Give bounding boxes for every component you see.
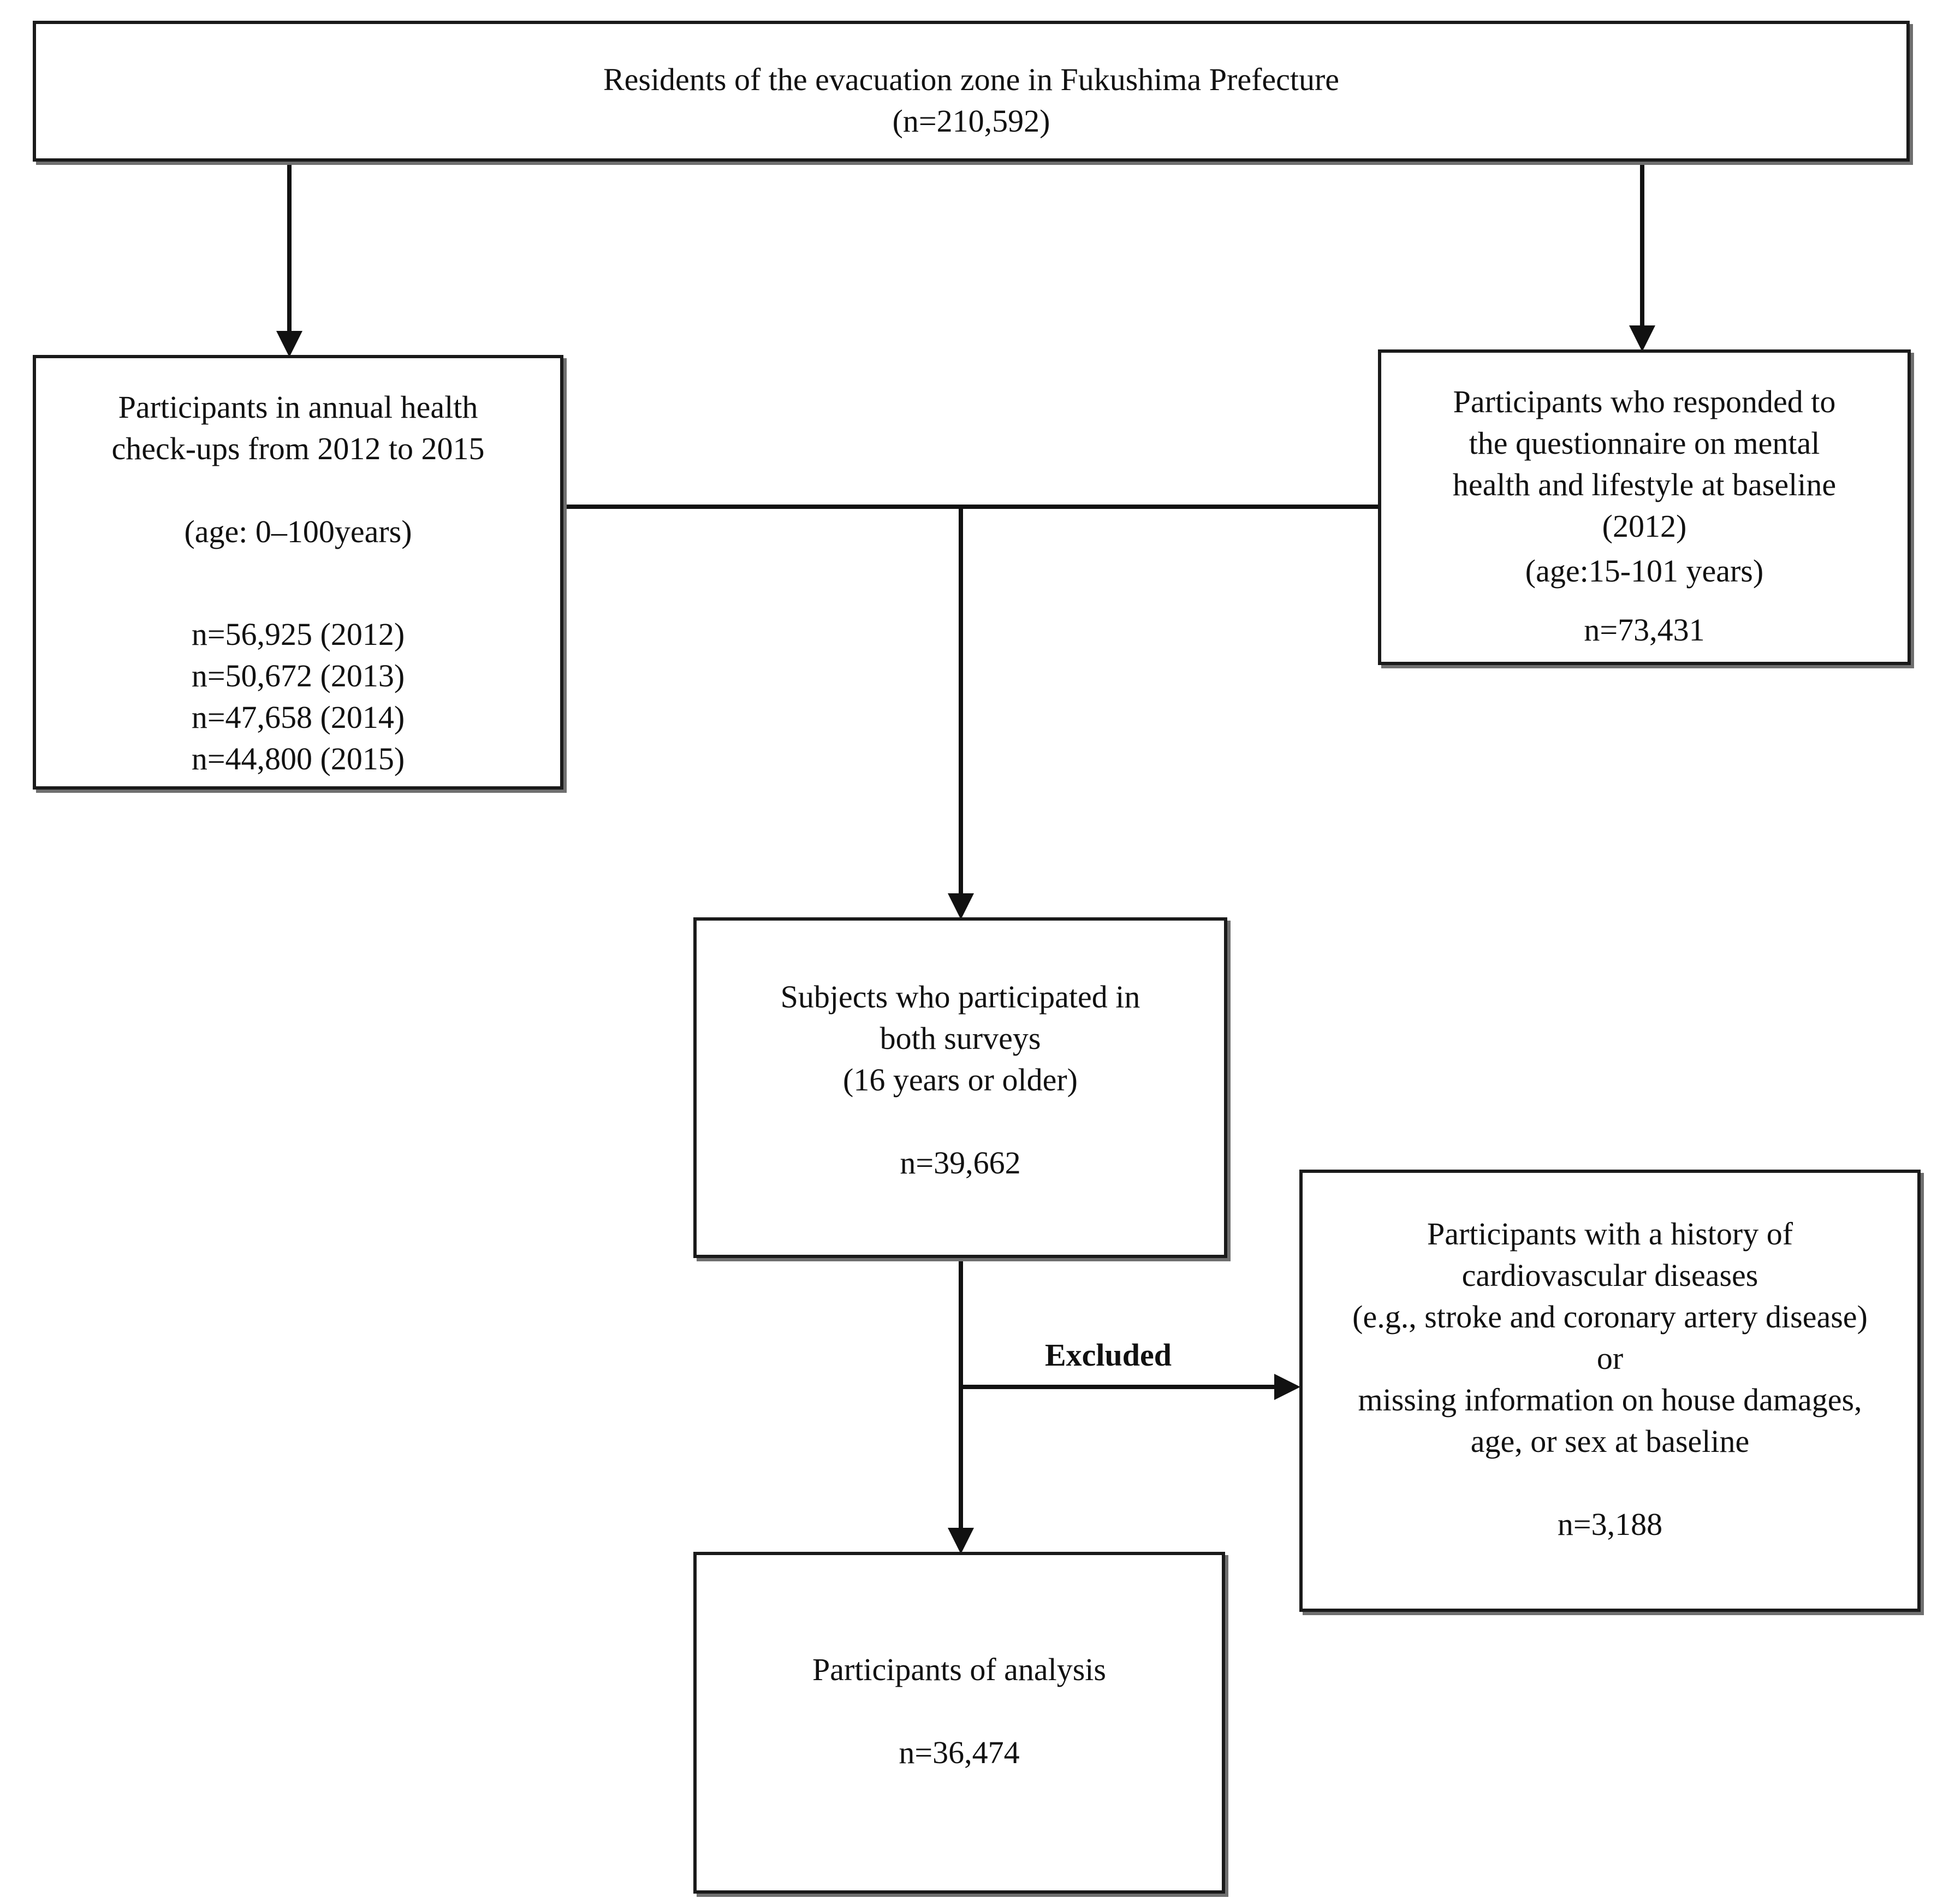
questionnaire-line-1: Participants who responded to (1453, 384, 1836, 419)
checkups-line-2: check-ups from 2012 to 2015 (111, 431, 485, 466)
checkups-count-2015: n=44,800 (2015) (191, 741, 405, 776)
questionnaire-age: (age:15-101 years) (1525, 553, 1764, 589)
checkups-count-2013: n=50,672 (2013) (191, 658, 405, 693)
both-surveys-line-2: both surveys (880, 1021, 1041, 1056)
both-surveys-line-1: Subjects who participated in (780, 979, 1140, 1015)
excluded-line-3: (e.g., stroke and coronary artery diseas… (1352, 1299, 1868, 1334)
excluded-line-5: missing information on house damages, (1358, 1382, 1862, 1417)
questionnaire-line-2: the questionnaire on mental (1469, 425, 1820, 461)
checkups-line-1: Participants in annual health (118, 389, 478, 425)
questionnaire-line-4: (2012) (1602, 508, 1687, 544)
excluded-label: Excluded (1044, 1337, 1172, 1373)
checkups-count-2014: n=47,658 (2014) (191, 699, 405, 735)
residents-box: Residents of the evacuation zone in Fuku… (33, 21, 1910, 162)
health-checkups-box: Participants in annual health check-ups … (33, 355, 563, 790)
excluded-line-1: Participants with a history of (1427, 1216, 1793, 1251)
both-surveys-line-3: (16 years or older) (843, 1062, 1078, 1098)
questionnaire-line-3: health and lifestyle at baseline (1452, 467, 1837, 502)
residents-count: (n=210,592) (892, 103, 1050, 139)
excluded-line-2: cardiovascular diseases (1461, 1258, 1758, 1293)
checkups-age: (age: 0–100years) (184, 514, 412, 549)
analysis-line-1: Participants of analysis (812, 1652, 1106, 1687)
checkups-count-2012: n=56,925 (2012) (191, 616, 405, 652)
both-surveys-box: Subjects who participated in both survey… (693, 917, 1227, 1258)
both-surveys-count: n=39,662 (900, 1145, 1021, 1181)
questionnaire-count: n=73,431 (1584, 612, 1705, 648)
excluded-count: n=3,188 (1557, 1506, 1663, 1542)
analysis-box: Participants of analysis n=36,474 (693, 1552, 1225, 1894)
questionnaire-box: Participants who responded to the questi… (1378, 349, 1911, 665)
excluded-line-4: or (1596, 1340, 1624, 1376)
excluded-line-6: age, or sex at baseline (1470, 1423, 1750, 1459)
excluded-box: Participants with a history of cardiovas… (1299, 1170, 1921, 1612)
analysis-count: n=36,474 (899, 1735, 1020, 1770)
residents-title: Residents of the evacuation zone in Fuku… (603, 62, 1340, 97)
